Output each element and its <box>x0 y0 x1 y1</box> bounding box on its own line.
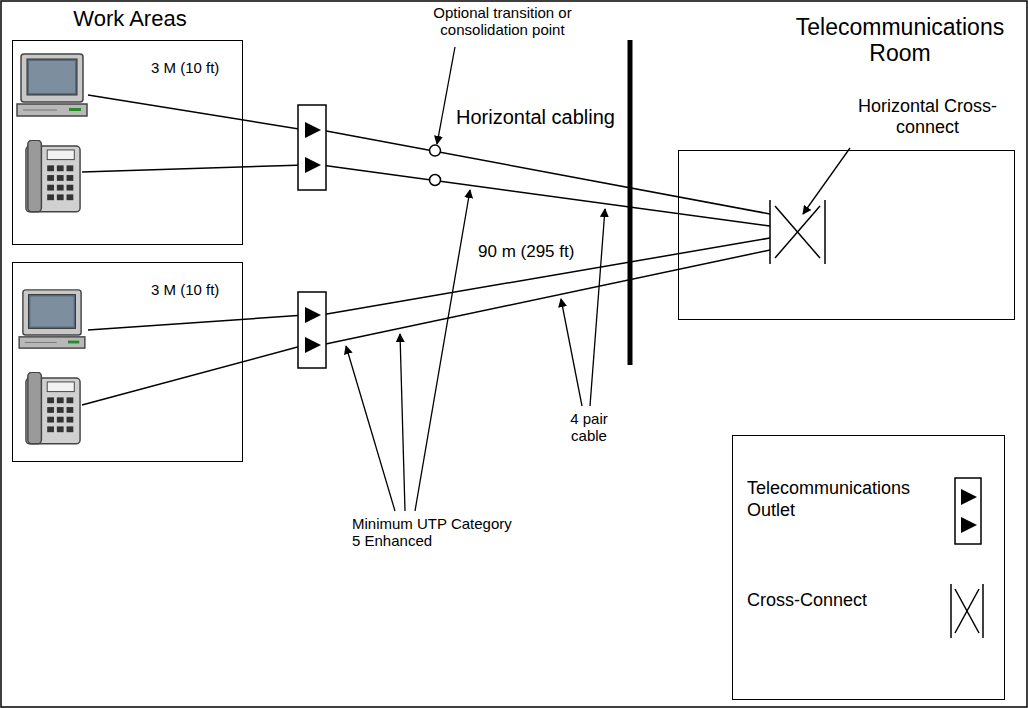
cross-connect-sample <box>947 576 987 651</box>
consolidation-point <box>430 175 441 186</box>
callout-label: Optional transition or consolidation poi… <box>395 4 610 39</box>
legend-text: Cross-Connect <box>747 590 932 612</box>
label-text: Optional transition or consolidation poi… <box>433 4 571 38</box>
dimension-label: 90 m (295 ft) <box>478 242 600 262</box>
legend-item: Telecommunications Outlet <box>747 476 992 551</box>
node-text: Telecommunications Room <box>782 14 1018 67</box>
leader-lines <box>346 47 850 511</box>
room-wall <box>628 40 633 365</box>
work-area-box: 3 M (10 ft) <box>12 262 243 462</box>
telephone-icon <box>26 140 80 212</box>
legend-item: Cross-Connect <box>747 576 992 651</box>
telephone-icon <box>26 372 80 444</box>
computer-icon <box>19 290 85 348</box>
work-area-box: 3 M (10 ft) <box>12 40 243 245</box>
label-text: Minimum UTP Category 5 Enhanced <box>352 515 512 549</box>
cross-connect-symbol <box>770 200 825 264</box>
section-heading: Work Areas <box>40 6 220 31</box>
legend-text: Telecommunications Outlet <box>747 478 932 521</box>
callout-label: Horizontal Cross-connect <box>840 96 1015 137</box>
node-text: 3 M (10 ft) <box>151 59 219 76</box>
callout-label: Minimum UTP Category 5 Enhanced <box>352 515 517 550</box>
telecom-room-box: Telecommunications Room <box>678 150 1015 320</box>
outlet-sample <box>947 476 987 551</box>
label-text: Horizontal cabling <box>456 106 615 128</box>
horizontal-cables <box>321 130 770 345</box>
patch-cords <box>82 95 305 405</box>
label-text: Horizontal Cross-connect <box>858 96 997 137</box>
consolidation-point <box>430 145 441 156</box>
legend-box: Telecommunications OutletCross-Connect <box>732 435 1005 700</box>
label-text: 90 m (295 ft) <box>478 242 574 261</box>
telecom-outlet <box>298 105 326 190</box>
node-text: 3 M (10 ft) <box>151 281 219 298</box>
cable-label: Horizontal cabling <box>456 106 626 129</box>
telecom-outlet <box>298 292 326 368</box>
computer-icon <box>17 54 87 116</box>
label-text: Work Areas <box>73 6 186 31</box>
label-text: 4 pair cable <box>570 410 608 444</box>
callout-label: 4 pair cable <box>553 410 625 445</box>
